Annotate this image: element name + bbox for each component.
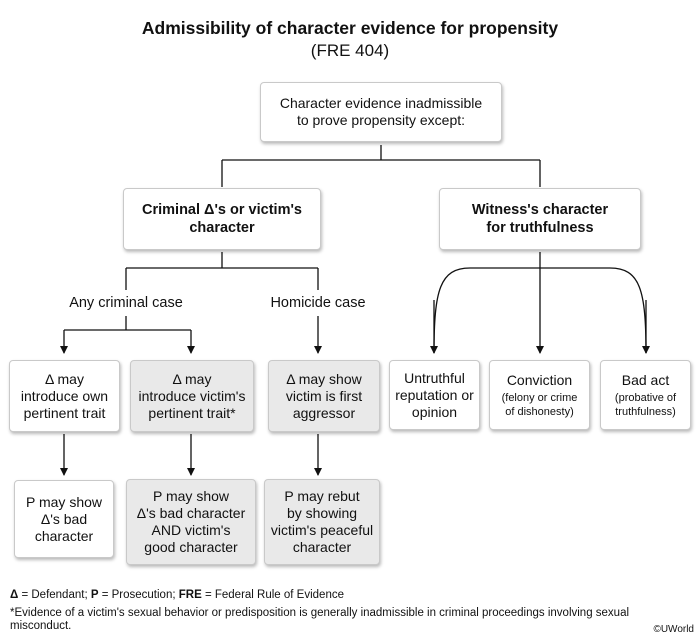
conviction-sub-2: of dishonesty) xyxy=(505,405,574,418)
legend-p: P xyxy=(90,589,99,601)
root-line-1: Character evidence inadmissible xyxy=(279,95,483,111)
legend-p-def: = Prosecution; xyxy=(98,589,179,601)
copyright: ©UWorld xyxy=(653,624,694,635)
first-aggressor-line-1: Δ may show xyxy=(286,370,362,387)
victim-trait-line-3: pertinent trait* xyxy=(148,404,236,421)
witness-character-line-2: for truthfulness xyxy=(486,220,594,236)
bad-and-good-line-3: AND victim's xyxy=(151,522,231,538)
first-aggressor-box: Δ may show victim is first aggressor xyxy=(268,360,380,432)
homicide-case-label: Homicide case xyxy=(270,295,366,311)
conviction-box: Conviction (felony or crime of dishonest… xyxy=(489,360,590,430)
root-box: Character evidence inadmissible to prove… xyxy=(260,82,502,142)
rebut-line-3: victim's peaceful xyxy=(270,522,374,538)
bad-and-good-line-4: good character xyxy=(144,539,238,555)
bad-act-sub-1: (probative of xyxy=(614,391,677,404)
own-trait-line-2: introduce own xyxy=(20,387,109,404)
first-aggressor-line-3: aggressor xyxy=(292,404,356,421)
untruthful-line-2: reputation or xyxy=(395,386,474,403)
untruthful-line-3: opinion xyxy=(411,403,458,420)
legend-delta: Δ xyxy=(10,589,19,601)
bad-character-line-3: character xyxy=(34,527,94,544)
own-trait-line-3: pertinent trait xyxy=(23,404,106,421)
bad-character-line-2: Δ's bad xyxy=(40,510,88,527)
witness-character-box: Witness's character for truthfulness xyxy=(439,188,641,250)
criminal-character-box: Criminal Δ's or victim's character xyxy=(123,188,321,250)
first-aggressor-line-2: victim is first xyxy=(285,387,363,404)
own-trait-box: Δ may introduce own pertinent trait xyxy=(9,360,120,432)
rebut-line-4: character xyxy=(292,539,352,555)
any-criminal-case-label: Any criminal case xyxy=(69,295,183,311)
own-trait-line-1: Δ may xyxy=(45,370,84,387)
rebut-line-1: P may rebut xyxy=(284,488,360,504)
legend-fre: FRE xyxy=(178,589,202,601)
victim-trait-line-1: Δ may xyxy=(172,370,212,387)
diagram-title: Admissibility of character evidence for … xyxy=(141,18,559,38)
bad-and-good-line-2: Δ's bad character xyxy=(136,505,246,521)
bad-act-box: Bad act (probative of truthfulness) xyxy=(600,360,691,430)
bad-and-good-line-1: P may show xyxy=(153,488,229,504)
victim-trait-line-2: introduce victim's xyxy=(138,387,246,404)
criminal-character-line-1: Criminal Δ's or victim's xyxy=(142,202,302,218)
witness-character-line-1: Witness's character xyxy=(471,202,609,218)
untruthful-box: Untruthful reputation or opinion xyxy=(389,360,480,430)
bad-and-good-box: P may show Δ's bad character AND victim'… xyxy=(126,479,256,565)
criminal-character-line-2: character xyxy=(189,220,255,236)
rebut-line-2: by showing xyxy=(286,505,358,521)
victim-trait-box: Δ may introduce victim's pertinent trait… xyxy=(130,360,254,432)
bad-character-line-1: P may show xyxy=(26,493,102,510)
footnote: *Evidence of a victim's sexual behavior … xyxy=(10,607,630,632)
conviction-sub-1: (felony or crime xyxy=(501,391,578,404)
bad-act-sub-2: truthfulness) xyxy=(615,405,676,418)
root-line-2: to prove propensity except: xyxy=(296,112,466,128)
legend-fre-def: = Federal Rule of Evidence xyxy=(201,589,344,601)
untruthful-line-1: Untruthful xyxy=(404,369,465,386)
diagram-subtitle: (FRE 404) xyxy=(310,41,390,60)
bad-act-main: Bad act xyxy=(621,371,670,388)
conviction-main: Conviction xyxy=(506,371,573,388)
legend-delta-def: = Defendant; xyxy=(18,589,91,601)
bad-character-box: P may show Δ's bad character xyxy=(14,480,114,558)
abbreviation-legend: Δ = Defendant; P = Prosecution; FRE = Fe… xyxy=(10,589,344,601)
rebut-box: P may rebut by showing victim's peaceful… xyxy=(264,479,380,565)
